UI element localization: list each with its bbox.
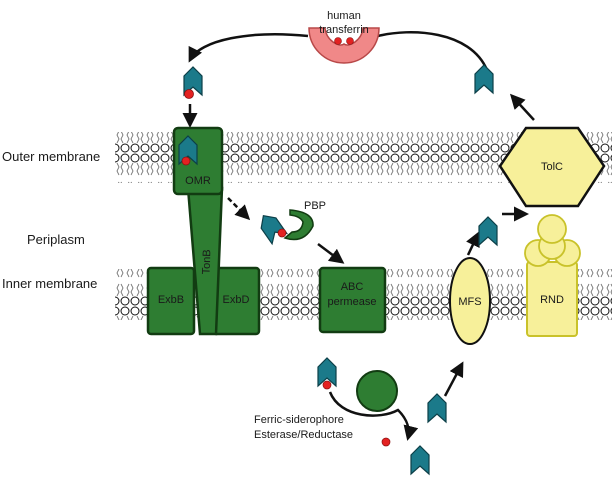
periplasm-apo-siderophore-icon	[478, 216, 498, 246]
periplasm-iron-icon	[277, 228, 287, 238]
rnd-adapter	[537, 214, 567, 244]
pbp-to-abc-arrow	[317, 243, 345, 264]
periplasm-siderophore-icon	[255, 209, 288, 245]
exbb-protein	[146, 266, 196, 336]
transferrin-iron-2	[346, 37, 354, 45]
rnd-label: RND	[540, 294, 564, 306]
human-transferrin: human transferrin	[308, 10, 380, 64]
transferrin-label-1: human	[327, 10, 361, 22]
abc-label-1: ABC	[341, 281, 364, 293]
exbb-label: ExbB	[158, 294, 184, 306]
tolc-label: TolC	[541, 161, 563, 173]
rnd-transporter	[526, 261, 578, 337]
tolc-export-arrow	[509, 93, 535, 121]
exported-siderophore-icon	[474, 64, 494, 94]
transferrin-label-2: transferrin	[319, 24, 369, 36]
released-iron-icon	[381, 437, 391, 447]
mfs-label: MFS	[458, 296, 481, 308]
abc-permease	[318, 266, 387, 334]
mfs-transporter	[449, 257, 491, 345]
enzyme-cleavage-arrow	[328, 391, 419, 441]
tonb-label: TonB	[201, 249, 214, 274]
enzyme-label-2: Esterase/Reductase	[254, 429, 353, 441]
tolc-channel	[498, 126, 606, 208]
apo-siderophore-2-icon	[427, 393, 447, 423]
transferrin-arc-arrow	[188, 33, 309, 63]
to-mfs-arrow	[443, 361, 464, 397]
omr-to-pbp-arrow	[227, 197, 251, 221]
cytoplasm-iron-icon	[322, 380, 332, 390]
exbd-label: ExbD	[223, 294, 250, 306]
iron-icon	[184, 89, 194, 99]
export-arc-arrow	[377, 31, 489, 71]
omr-label: OMR	[185, 175, 211, 187]
omr-iron-icon	[181, 156, 191, 166]
transferrin-iron-1	[334, 37, 342, 45]
periplasm-label: Periplasm	[27, 232, 85, 247]
enzyme-label-1: Ferric-siderophore	[254, 414, 344, 426]
esterase-reductase-enzyme	[356, 370, 398, 412]
pbp-label: PBP	[304, 200, 326, 212]
apo-siderophore-icon	[410, 445, 430, 475]
inner-membrane-label: Inner membrane	[2, 276, 97, 291]
abc-label-2: permease	[328, 296, 377, 308]
outer-membrane-label: Outer membrane	[2, 149, 100, 164]
pbp-protein	[283, 209, 314, 241]
mfs-export-arrow	[466, 231, 480, 256]
